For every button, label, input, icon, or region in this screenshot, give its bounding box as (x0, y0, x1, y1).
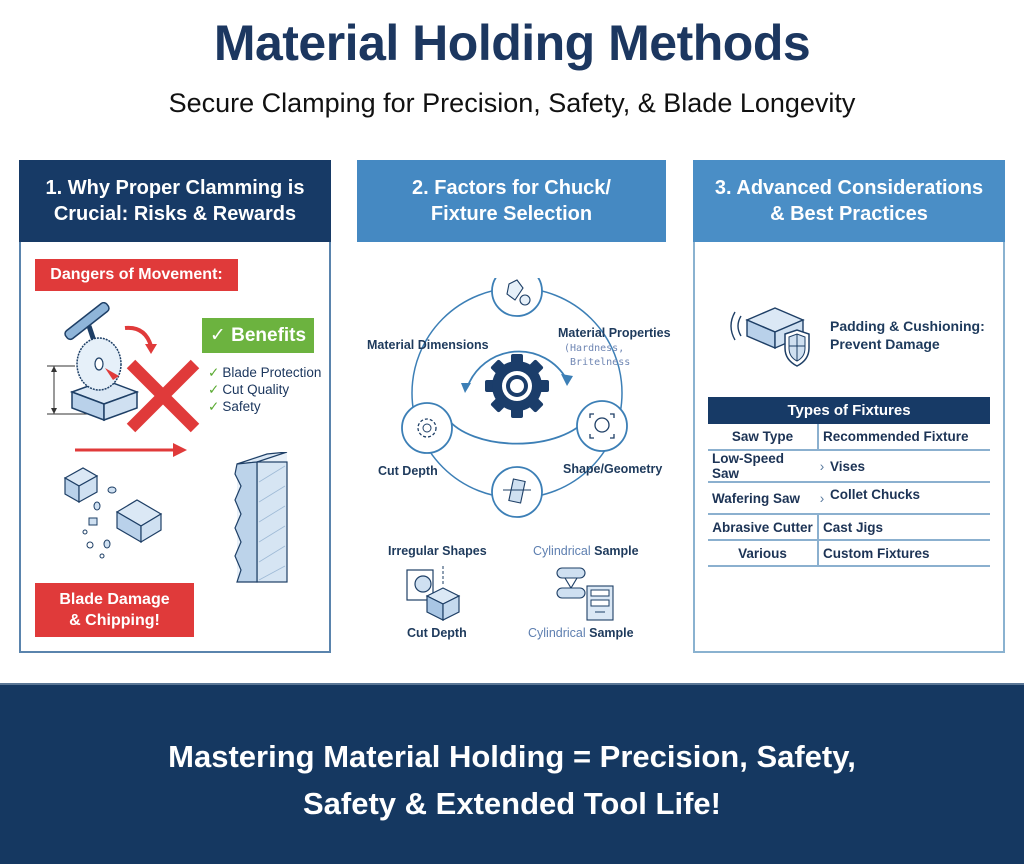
cell-fixture: Vises (826, 450, 990, 483)
label-material-dimensions: Material Dimensions (367, 338, 489, 352)
label-material-properties: Material Properties (558, 326, 671, 340)
panel-3-heading-line1: 3. Advanced Considerations (714, 177, 984, 199)
chevron-right-icon: › (818, 450, 826, 483)
chipped-fragments-illustration (63, 467, 163, 559)
blade-cut-node (491, 466, 543, 518)
padding-line2: Prevent Damage (830, 336, 940, 352)
panel-best-practices: 3. Advanced Considerations & Best Practic… (693, 160, 1005, 653)
table-row: Low-Speed Saw › Vises (708, 450, 990, 483)
cylindrical-text: Cylindrical (533, 544, 591, 558)
column-header-recommended-fixture: Recommended Fixture (818, 424, 990, 451)
movement-arrow-icon (75, 443, 187, 457)
check-icon: ✓ (209, 325, 226, 346)
panel-3-heading-line2: & Best Practices (770, 203, 928, 225)
table-row: Various Custom Fixtures (708, 540, 990, 567)
material-properties-detail: (Hardness, Britelness (564, 343, 631, 368)
fixtures-table-title: Types of Fixtures (708, 397, 990, 424)
label-cut-depth: Cut Depth (378, 464, 438, 478)
blade-damage-warning: Blade Damage & Chipping! (35, 583, 194, 637)
benefit-text: Safety (222, 399, 261, 414)
cylindrical-text: Cylindrical (528, 626, 586, 640)
panel-risks-rewards: 1. Why Proper Clamming is Crucial: Risks … (19, 160, 331, 653)
check-icon: ✓ (208, 398, 220, 414)
benefits-badge: ✓ Benefits (202, 318, 314, 353)
panel-1-heading-line2: Crucial: Risks & Rewards (53, 203, 297, 225)
benefit-item: ✓Cut Quality (208, 381, 321, 398)
table-row: Wafering Saw › Collet Chucks (708, 482, 990, 515)
cell-saw-type: Low-Speed Saw (708, 450, 818, 483)
panel-1-heading: 1. Why Proper Clamming is Crucial: Risks … (19, 160, 331, 242)
red-x-icon (126, 359, 200, 433)
saw-blade-illustration (47, 302, 140, 422)
cell-saw-type: Various (708, 540, 819, 567)
padding-line1: Padding & Cushioning: (830, 318, 985, 334)
padding-shield-icon (730, 307, 810, 367)
cell-saw-type: Wafering Saw (708, 482, 818, 515)
label-shape-geometry: Shape/Geometry (563, 462, 663, 476)
label-cut-depth-example: Cut Depth (407, 626, 467, 640)
material-properties-node (491, 278, 543, 317)
footer-banner: Mastering Material Holding = Precision, … (0, 683, 1024, 864)
benefit-text: Cut Quality (222, 382, 290, 397)
dangers-label: Dangers of Movement: (35, 259, 238, 291)
table-header-row: Saw Type Recommended Fixture (708, 424, 990, 451)
cell-fixture: Collet Chucks (826, 482, 990, 515)
padding-cushioning-text: Padding & Cushioning: Prevent Damage (830, 317, 985, 353)
benefits-list: ✓Blade Protection ✓Cut Quality ✓Safety (208, 364, 321, 415)
panel-fixture-factors: 2. Factors for Chuck/Fixture Selection (357, 160, 671, 653)
sample-text: Sample (589, 626, 634, 640)
benefit-item: ✓Safety (208, 398, 321, 415)
irregular-shape-clamp-icon (406, 566, 461, 621)
panel-2-heading-line1: 2. Factors for Chuck/ (412, 177, 611, 199)
page-subtitle: Secure Clamping for Precision, Safety, &… (168, 88, 856, 118)
blade-damage-line1: Blade Damage (59, 591, 170, 608)
panel-1-heading-line1: 1. Why Proper Clamming is (45, 177, 305, 199)
cut-depth-node (401, 402, 453, 454)
label-irregular-shapes: Irregular Shapes (388, 544, 487, 558)
panel-2-heading-line2: Fixture Selection (430, 203, 593, 225)
cell-saw-type: Abrasive Cutter (708, 514, 819, 541)
chevron-right-icon: › (818, 482, 826, 515)
cell-fixture: Custom Fixtures (818, 540, 990, 567)
benefit-item: ✓Blade Protection (208, 364, 321, 381)
page-title: Material Holding Methods (213, 15, 811, 71)
properties-detail-2: Britelness (570, 357, 631, 368)
check-icon: ✓ (208, 364, 220, 380)
fixtures-table: Types of Fixtures Saw Type Recommended F… (708, 397, 990, 567)
cylindrical-sample-vise-icon (556, 567, 614, 621)
panel-3-heading: 3. Advanced Considerations & Best Practic… (693, 160, 1005, 242)
central-gear-icon (485, 354, 549, 418)
sample-text: Sample (594, 544, 639, 558)
damaged-blade-edge-illustration (234, 452, 288, 583)
blade-damage-line2: & Chipping! (69, 612, 160, 629)
footer-line1: Mastering Material Holding = Precision, … (168, 739, 856, 774)
benefit-text: Blade Protection (222, 365, 322, 380)
factor-cycle-diagram (401, 278, 628, 518)
label-cylindrical-sample-bottom: Cylindrical Sample (528, 626, 634, 640)
shape-geometry-node (576, 400, 628, 452)
panel-2-heading: 2. Factors for Chuck/Fixture Selection (357, 160, 666, 242)
column-header-saw-type: Saw Type (708, 424, 819, 451)
benefits-label: Benefits (231, 325, 307, 346)
rotation-arrow-icon (124, 325, 157, 354)
properties-detail-1: Hardness, (570, 343, 625, 354)
check-icon: ✓ (208, 381, 220, 397)
footer-line2: Safety & Extended Tool Life! (303, 786, 721, 821)
cell-fixture: Cast Jigs (818, 514, 990, 541)
label-cylindrical-sample-top: Cylindrical Sample (533, 544, 639, 558)
table-row: Abrasive Cutter Cast Jigs (708, 514, 990, 541)
